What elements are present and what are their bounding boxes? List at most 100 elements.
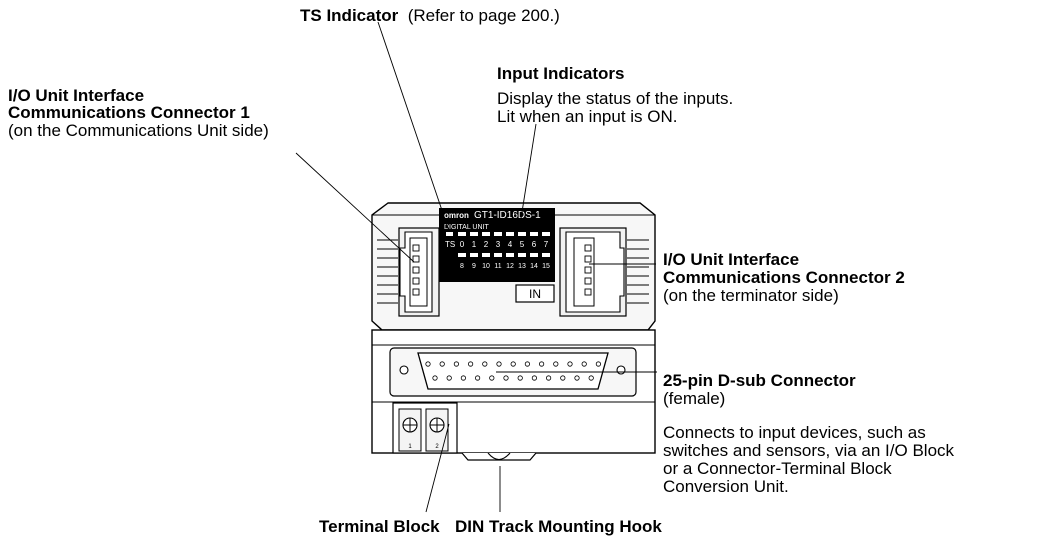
brand-logo: omron bbox=[444, 211, 469, 220]
dsub-pin-row1-12 bbox=[581, 361, 587, 367]
input-indicators-desc-1: Display the status of the inputs. bbox=[497, 89, 734, 108]
left-connector-fins bbox=[377, 239, 398, 304]
input-led-number-8: 8 bbox=[460, 263, 464, 270]
dsub-desc-2: switches and sensors, via an I/O Block bbox=[663, 441, 955, 460]
dsub-pin-row1-3 bbox=[453, 361, 459, 367]
input-led-1 bbox=[470, 232, 478, 236]
dsub-pin-row1-9 bbox=[538, 361, 545, 367]
dsub-pin-row1-5 bbox=[482, 361, 488, 367]
dsub-pin-row2-1 bbox=[432, 375, 438, 381]
connector-1-title-2: Communications Connector 1 bbox=[8, 103, 250, 122]
input-led-11 bbox=[494, 253, 502, 257]
in-label: IN bbox=[529, 287, 541, 301]
terminal-block-label: Terminal Block bbox=[319, 517, 440, 536]
dsub-pin-row1-10 bbox=[553, 361, 559, 367]
connector-1-title-1: I/O Unit Interface bbox=[8, 86, 145, 105]
dsub-desc-4: Conversion Unit. bbox=[663, 477, 789, 496]
leader-lines bbox=[295, 21, 657, 513]
input-led-number-9: 9 bbox=[472, 263, 476, 270]
input-led-0 bbox=[458, 232, 466, 236]
din-hook-tab bbox=[487, 452, 511, 461]
dsub-pin-row2-7 bbox=[517, 375, 523, 381]
terminal-number-1: 1 bbox=[408, 444, 412, 450]
in-label-box bbox=[515, 284, 555, 303]
dsub-pin-row2-5 bbox=[489, 375, 495, 381]
input-led-number-10: 10 bbox=[482, 263, 490, 270]
dsub-pin-row1-2 bbox=[439, 361, 445, 367]
input-led-2 bbox=[482, 232, 490, 236]
model-number: GT1-ID16DS-1 bbox=[474, 210, 541, 221]
input-led-number-3: 3 bbox=[496, 240, 501, 249]
leader-input-indicators bbox=[518, 123, 537, 232]
input-led-13 bbox=[518, 253, 526, 257]
leader-connector-1 bbox=[295, 152, 415, 263]
dsub-desc-1: Connects to input devices, such as bbox=[663, 423, 926, 442]
input-led-15 bbox=[542, 253, 550, 257]
input-led-number-12: 12 bbox=[506, 263, 514, 270]
ts-indicator-note: (Refer to page 200.) bbox=[407, 6, 560, 25]
dsub-pin-row2-6 bbox=[503, 375, 509, 381]
unit-type-label: DIGITAL UNIT bbox=[444, 224, 489, 231]
dsub-pin-row2-2 bbox=[446, 375, 452, 381]
input-led-number-0: 0 bbox=[460, 240, 465, 249]
connector-2-title-2: Communications Connector 2 bbox=[663, 268, 905, 287]
input-led-4 bbox=[506, 232, 514, 236]
input-led-6 bbox=[530, 232, 538, 236]
din-track-hook-label: DIN Track Mounting Hook bbox=[455, 517, 662, 536]
input-led-12 bbox=[506, 253, 514, 257]
dsub-pin-row1-13 bbox=[595, 361, 602, 367]
dsub-pin-row2-11 bbox=[574, 375, 580, 381]
io-interface-connector-2 bbox=[559, 227, 627, 317]
dsub-pin-row1-4 bbox=[467, 361, 474, 367]
input-led-10 bbox=[482, 253, 490, 257]
ts-indicator-title: TS Indicator bbox=[300, 6, 399, 25]
input-led-number-7: 7 bbox=[544, 240, 549, 249]
input-led-number-5: 5 bbox=[520, 240, 525, 249]
dsub-pin-row1-8 bbox=[524, 361, 531, 367]
dsub-pin-row2-10 bbox=[560, 375, 566, 381]
dsub-pin-row2-12 bbox=[588, 375, 594, 381]
input-led-number-6: 6 bbox=[532, 240, 537, 249]
right-connector-fins bbox=[627, 239, 649, 304]
input-led-3 bbox=[494, 232, 502, 236]
input-led-14 bbox=[530, 253, 538, 257]
dsub-pin-row1-7 bbox=[510, 361, 516, 367]
input-led-number-11: 11 bbox=[494, 263, 501, 270]
dsub-note: (female) bbox=[663, 389, 726, 408]
dsub-pin-row2-8 bbox=[531, 375, 538, 381]
io-interface-connector-1 bbox=[398, 227, 440, 317]
dsub-pin-row1-1 bbox=[425, 361, 431, 367]
input-led-number-14: 14 bbox=[530, 263, 538, 270]
input-indicators-desc-2: Lit when an input is ON. bbox=[497, 107, 678, 126]
input-led-7 bbox=[542, 232, 550, 236]
leader-terminal-block bbox=[425, 423, 450, 513]
ts-indicator-callout: TS Indicator (Refer to page 200.) bbox=[300, 6, 560, 25]
input-led-number-1: 1 bbox=[472, 240, 477, 249]
input-indicators-title: Input Indicators bbox=[497, 64, 625, 83]
terminal-block: 1 2 bbox=[392, 402, 458, 454]
dsub-pin-row1-11 bbox=[567, 361, 573, 367]
connector-2-note: (on the terminator side) bbox=[663, 286, 839, 305]
led-row-2: 8 9 10 11 12 13 14 15 bbox=[458, 253, 550, 270]
input-led-number-4: 4 bbox=[508, 240, 513, 249]
input-led-5 bbox=[518, 232, 526, 236]
connector-2-title-1: I/O Unit Interface bbox=[663, 250, 800, 269]
input-led-8 bbox=[458, 253, 466, 257]
terminal-number-2: 2 bbox=[435, 444, 439, 450]
input-led-number-15: 15 bbox=[542, 263, 550, 270]
ts-indicator-led bbox=[446, 232, 453, 236]
ts-led-label: TS bbox=[445, 240, 455, 249]
dsub-pin-row2-4 bbox=[474, 375, 481, 381]
input-led-number-13: 13 bbox=[518, 263, 526, 270]
indicator-panel bbox=[439, 208, 555, 282]
dsub-desc-3: or a Connector-Terminal Block bbox=[663, 459, 892, 478]
dsub-title: 25-pin D-sub Connector bbox=[663, 371, 856, 390]
dsub-pin-row2-3 bbox=[460, 375, 466, 381]
connector-1-note: (on the Communications Unit side) bbox=[8, 121, 269, 140]
dsub-pin-row2-9 bbox=[545, 375, 552, 381]
input-led-9 bbox=[470, 253, 478, 257]
dsub-pin-row1-6 bbox=[496, 361, 502, 367]
input-led-number-2: 2 bbox=[484, 240, 489, 249]
